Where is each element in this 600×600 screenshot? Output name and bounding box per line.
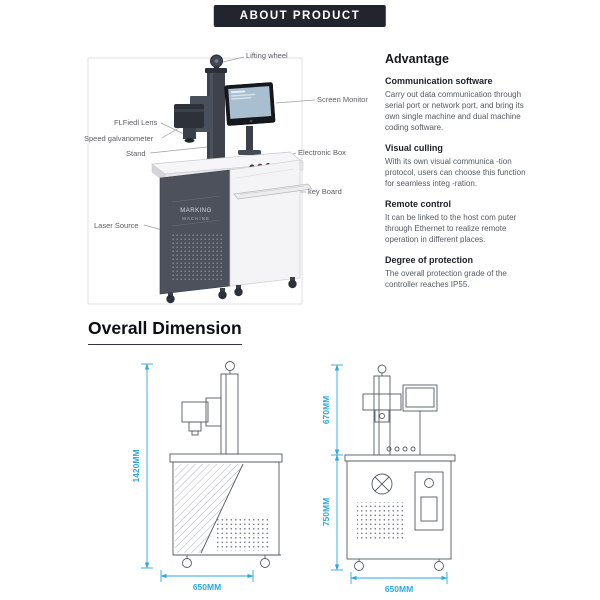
label-laser-source: Laser Source bbox=[94, 221, 139, 230]
advantage-heading: Communication software bbox=[385, 76, 493, 86]
label-key-board: key Board bbox=[308, 187, 342, 196]
advantage-heading: Remote control bbox=[385, 199, 452, 210]
advantage-body: Carry out data communication through ser… bbox=[385, 90, 524, 133]
front-view-dimensions bbox=[331, 364, 448, 584]
header-title: ABOUT PRODUCT bbox=[239, 10, 361, 22]
advantage-heading: Degree of protection bbox=[385, 255, 474, 266]
label-speed-galvanometer: Speed galvanometer bbox=[84, 134, 154, 143]
dim-label-side-height: 1420MM bbox=[131, 449, 141, 482]
keyboard-shelf-part bbox=[233, 183, 313, 200]
advantage-heading: Visual culling bbox=[385, 143, 443, 154]
label-lifting-wheel: Lifting wheel bbox=[246, 51, 288, 60]
side-view-drawing bbox=[169, 361, 283, 568]
cabinet-side-part bbox=[229, 159, 301, 287]
dimension-drawings: 1420MM 650MM bbox=[131, 361, 456, 594]
casters-part bbox=[166, 277, 297, 304]
label-electronic-box: Electronic Box bbox=[298, 148, 346, 157]
lens-part bbox=[183, 128, 196, 139]
dim-label-front-lower-height: 750MM bbox=[321, 498, 331, 526]
advantage-body: The overall protection grade of the cont… bbox=[385, 269, 507, 290]
header-badge: ABOUT PRODUCT bbox=[213, 5, 387, 27]
dim-label-front-width: 650MM bbox=[385, 584, 413, 594]
monitor-stand-part bbox=[246, 126, 253, 152]
machine: MARKING MACHINE bbox=[151, 54, 313, 304]
advantage-section-communication: Communication software Carry out data co… bbox=[385, 76, 527, 133]
front-view-drawing bbox=[344, 364, 456, 571]
dimension-title: Overall Dimension bbox=[88, 318, 242, 345]
machine-illustration: MARKING MACHINE bbox=[87, 54, 316, 305]
advantage-section-remote-control: Remote control It can be linked to the h… bbox=[385, 199, 527, 245]
dim-label-side-width: 650MM bbox=[193, 582, 221, 592]
advantage-title: Advantage bbox=[385, 52, 449, 66]
advantage-body: With its own visual communica -tion prot… bbox=[385, 157, 526, 189]
label-screen-monitor: Screen Monitor bbox=[317, 95, 368, 104]
dim-label-front-upper-height: 670MM bbox=[321, 396, 331, 424]
figure-frame bbox=[87, 57, 303, 305]
brand-text-1: MARKING bbox=[180, 208, 212, 214]
label-f-field-lens: FLFiedl Lens bbox=[114, 118, 158, 127]
advantage-section-visual-culling: Visual culling With its own visual commu… bbox=[385, 143, 527, 189]
advantage-body: It can be linked to the host com puter t… bbox=[385, 213, 517, 245]
galvanometer-head-part bbox=[174, 104, 204, 143]
label-stand: Stand bbox=[126, 149, 146, 158]
ventilation-grille-part bbox=[170, 232, 224, 282]
machine-figure: MARKING MACHINE bbox=[60, 46, 390, 316]
side-view-dimensions bbox=[141, 363, 254, 582]
advantage-panel: Advantage Communication software Carry o… bbox=[385, 52, 527, 290]
advantage-section-degree-of-protection: Degree of protection The overall protect… bbox=[385, 255, 527, 290]
brand-text-2: MACHINE bbox=[182, 216, 210, 221]
monitor-part bbox=[224, 82, 276, 126]
